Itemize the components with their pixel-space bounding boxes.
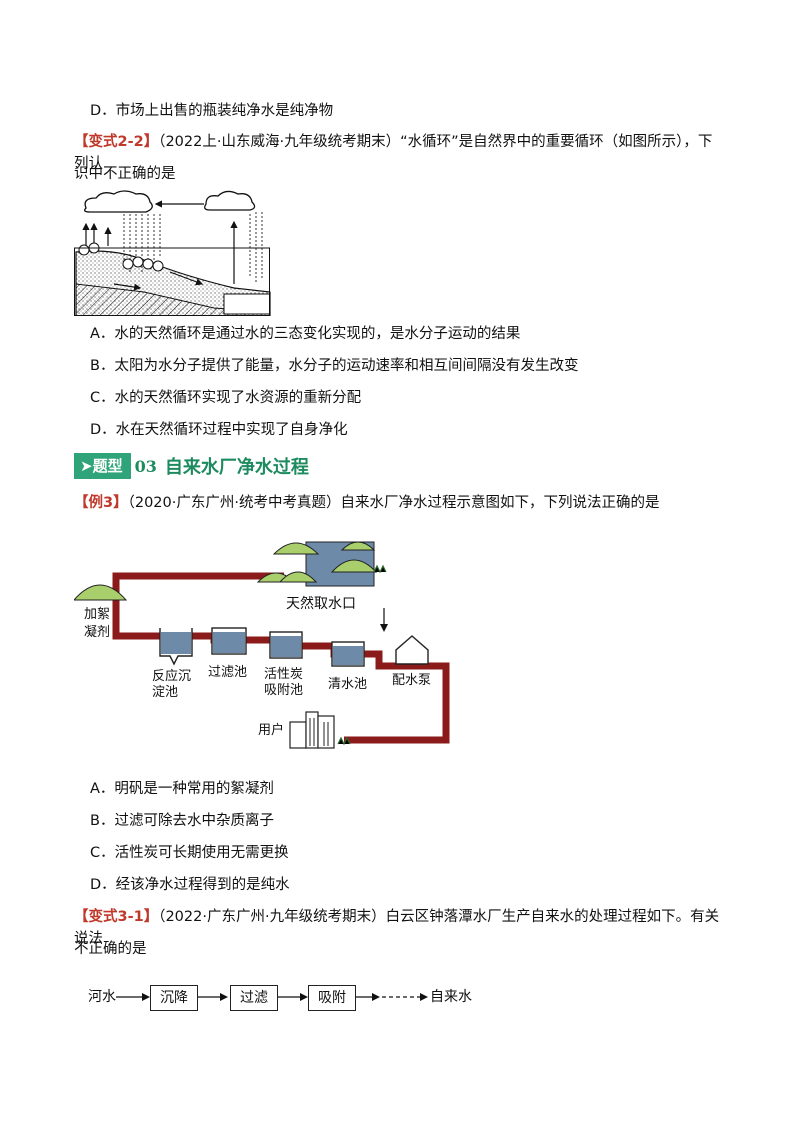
label-carbon-2: 吸附池 (264, 683, 303, 698)
variant-2-2-option-a: A．水的天然循环是通过水的三态变化实现的，是水分子运动的结果 (90, 326, 521, 342)
variant-tag: 【变式2-2】 (74, 134, 159, 150)
hill-icon (74, 541, 378, 601)
example-3-option-a: A．明矾是一种常用的絮凝剂 (90, 781, 274, 797)
arrow-icon: ➤ (80, 457, 93, 475)
flow-start: 河水 (88, 989, 116, 1005)
example-3-option-c: C．活性炭可长期使用无需更换 (90, 845, 289, 861)
example-3-option-d: D．经该净水过程得到的是纯水 (90, 877, 290, 893)
variant-2-2-option-b: B．太阳为水分子提供了能量，水分子的运动速率和相互间间隔没有发生改变 (90, 358, 579, 374)
variant-text: （2022·广东广州·九年级统考期末）白云区钟落潭水厂生产自来水的处理过程如下。… (74, 909, 720, 947)
example-tag: 【例3】 (74, 495, 128, 511)
label-sediment-2: 淀池 (152, 685, 178, 700)
buildings-icon (289, 711, 335, 749)
variant-2-2-option-c: C．水的天然循环实现了水资源的重新分配 (90, 390, 362, 406)
water-cycle-diagram (74, 190, 271, 316)
flow-step-adsorption: 吸附 (308, 985, 356, 1011)
flow-end: 自来水 (430, 989, 472, 1005)
label-pump: 配水泵 (392, 673, 431, 688)
section-title: 自来水厂净水过程 (164, 457, 309, 478)
flow-arrow-icon (116, 993, 150, 1001)
flow-step-filtration: 过滤 (230, 985, 278, 1011)
label-coagulant-2: 凝剂 (84, 624, 110, 640)
flow-arrow-icon (198, 993, 228, 1001)
example-3-option-b: B．过滤可除去水中杂质离子 (90, 813, 274, 829)
label-user: 用户 (258, 722, 284, 738)
section-label-box: ➤题型 (74, 453, 131, 479)
section-label: 题型 (92, 457, 123, 475)
water-plant-diagram: 天然取水口 加絮 凝剂 反应沉 淀池 过滤池 活性炭 吸附池 清水池 配水泵 用… (74, 541, 450, 749)
cloud-right-icon (204, 190, 256, 211)
flow-dashed-arrow-icon (356, 993, 428, 1001)
label-coagulant-1: 加絮 (84, 606, 110, 622)
example-text: （2020·广东广州·统考中考真题）自来水厂净水过程示意图如下，下列说法正确的是 (127, 495, 660, 511)
example-3-stem: 【例3】（2020·广东广州·统考中考真题）自来水厂净水过程示意图如下，下列说法… (74, 492, 659, 514)
label-clear: 清水池 (328, 677, 367, 692)
variant-tag: 【变式3-1】 (74, 909, 159, 925)
flow-arrow-icon (278, 993, 308, 1001)
label-carbon-1: 活性炭 (264, 667, 303, 682)
variant-2-2-option-d: D．水在天然循环过程中实现了自身净化 (90, 422, 348, 438)
variant-2-2-stem-cont: 识中不正确的是 (74, 166, 176, 182)
flow-step-sedimentation: 沉降 (150, 985, 198, 1011)
variant-text: （2022上·山东威海·九年级统考期末）“水循环”是自然界中的重要循环（如图所示… (74, 134, 713, 172)
variant-3-1-stem-cont: 不正确的是 (74, 941, 147, 957)
pump-house-icon (395, 635, 429, 665)
variant-3-1-stem: 【变式3-1】（2022·广东广州·九年级统考期末）白云区钟落潭水厂生产自来水的… (74, 906, 724, 950)
cloud-left-icon (84, 190, 153, 213)
variant-2-2-stem: 【变式2-2】（2022上·山东威海·九年级统考期末）“水循环”是自然界中的重要… (74, 131, 724, 175)
section-banner: ➤题型 03 自来水厂净水过程 (74, 452, 309, 480)
option-d-prev: D．市场上出售的瓶装纯净水是纯净物 (90, 103, 334, 119)
label-intake: 天然取水口 (286, 595, 356, 612)
section-number: 03 (134, 456, 157, 476)
label-sediment-1: 反应沉 (152, 668, 191, 684)
label-filter: 过滤池 (208, 665, 247, 680)
